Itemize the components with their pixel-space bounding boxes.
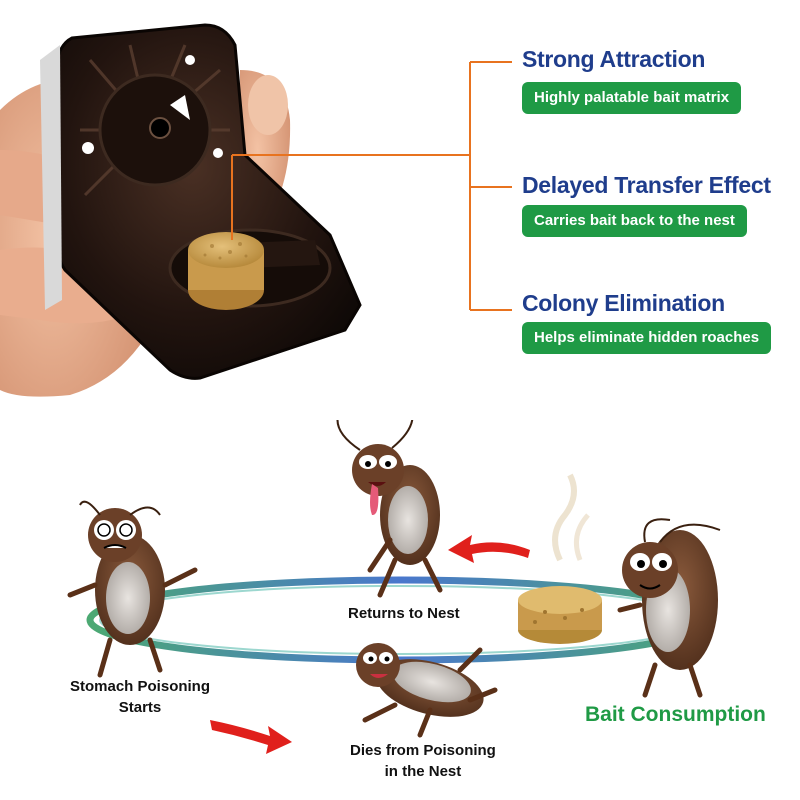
label-dies-line1: Dies from Poisoning (350, 742, 496, 759)
label-dies-in-nest: Dies from Poisoning in the Nest (350, 740, 496, 782)
label-bait-consumption: Bait Consumption (585, 703, 766, 726)
connector-lines (231, 61, 512, 311)
bait-disc-icon (518, 473, 602, 644)
cockroach-dead-icon (356, 643, 498, 738)
feature-title-transfer: Delayed Transfer Effect (522, 172, 771, 198)
feature-title-attraction: Strong Attraction (522, 46, 706, 72)
label-stomach-poisoning: Stomach Poisoning Starts (70, 676, 210, 718)
label-stomach-poisoning-line1: Stomach Poisoning (70, 678, 211, 695)
arrow-to-nest (448, 535, 530, 563)
cockroach-eating-icon (617, 518, 721, 698)
arrow-to-death (210, 720, 292, 754)
label-returns-to-nest: Returns to Nest (348, 605, 460, 622)
cockroach-returning-icon (336, 420, 443, 598)
feature-title-elimination: Colony Elimination (522, 290, 725, 316)
feature-pill-transfer: Carries bait back to the nest (522, 205, 747, 237)
cycle-diagram (67, 420, 721, 754)
cockroach-poisoned-icon (67, 500, 198, 678)
label-stomach-poisoning-line2: Starts (118, 699, 162, 716)
bait-station-photo (0, 23, 362, 397)
feature-pill-attraction: Highly palatable bait matrix (522, 82, 742, 114)
feature-pill-elimination: Helps eliminate hidden roaches (522, 322, 772, 354)
label-dies-line2: in the Nest (384, 763, 462, 780)
